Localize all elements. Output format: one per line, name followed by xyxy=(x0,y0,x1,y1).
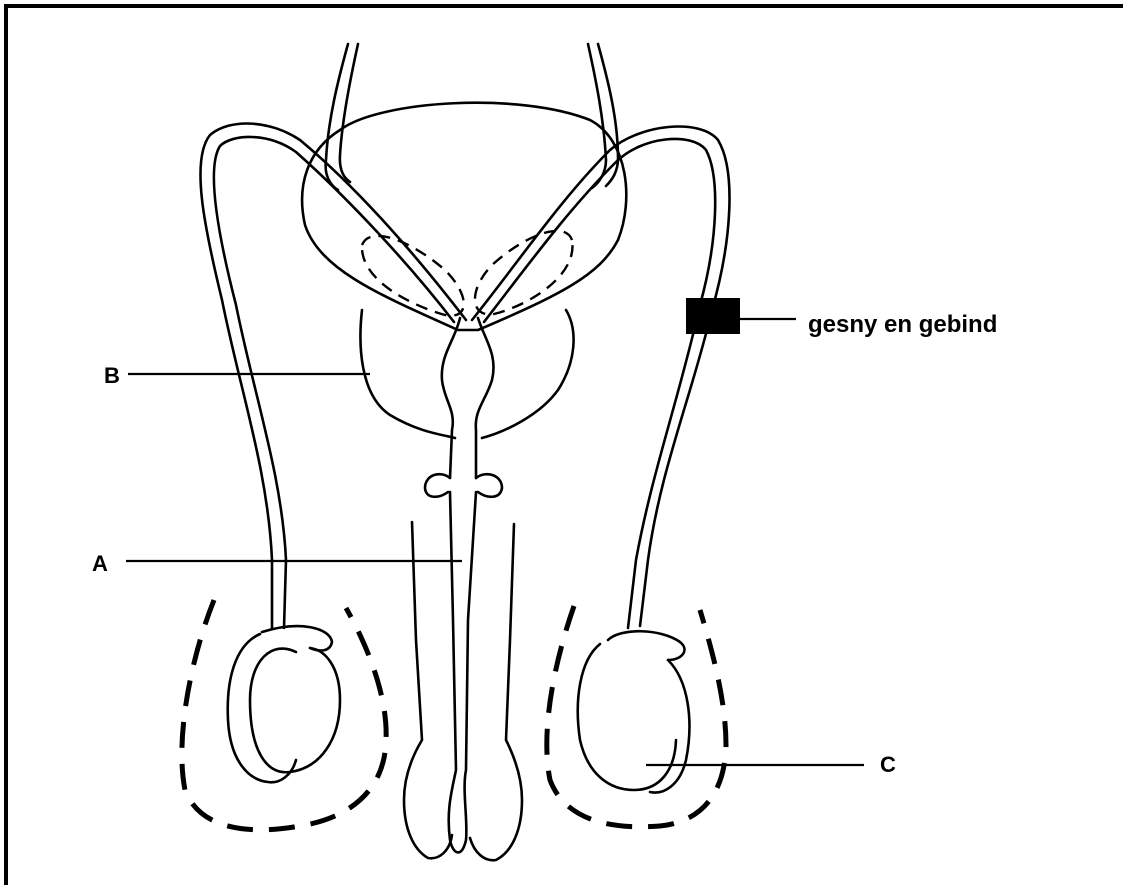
testis-right xyxy=(547,606,726,827)
label-cut: gesny en gebind xyxy=(808,311,997,338)
vas-deferens-right xyxy=(472,127,729,628)
label-a: A xyxy=(92,551,108,576)
cut-marker xyxy=(686,298,740,334)
diagram-border xyxy=(6,6,1123,885)
label-b: B xyxy=(104,363,120,388)
label-c: C xyxy=(880,752,896,777)
vas-deferens-left xyxy=(200,124,466,628)
testis-left xyxy=(182,600,386,830)
urethra xyxy=(425,318,502,852)
bladder xyxy=(302,103,626,330)
penis xyxy=(404,522,522,860)
